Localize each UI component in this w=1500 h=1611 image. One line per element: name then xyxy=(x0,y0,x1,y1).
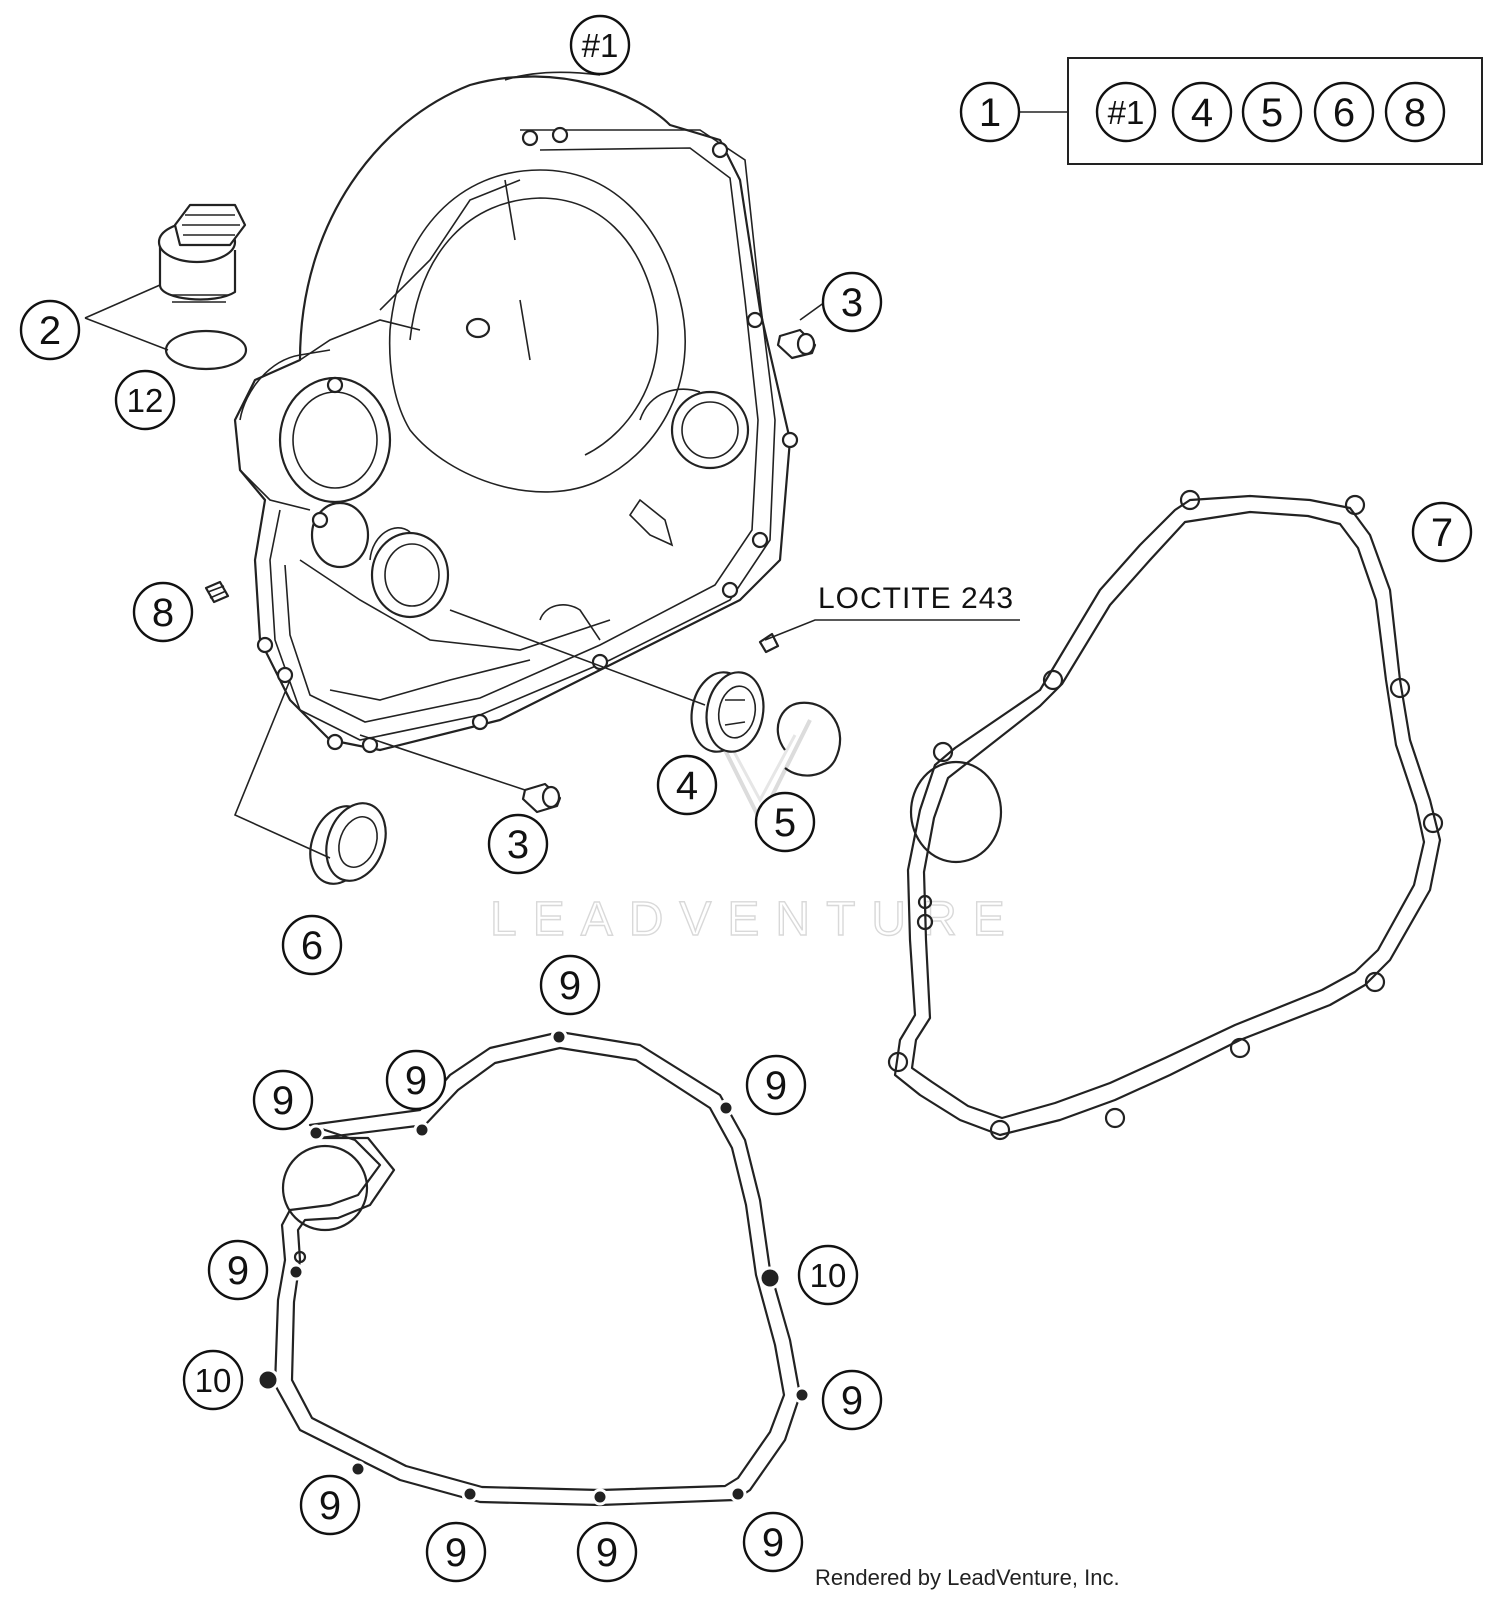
callout-10-left[interactable]: 10 xyxy=(182,1349,244,1411)
svg-text:9: 9 xyxy=(762,1521,784,1565)
kit-item-2: 4 xyxy=(1171,81,1233,143)
callout-9-left[interactable]: 9 xyxy=(207,1239,269,1301)
kit-item-1: #1 xyxy=(1095,81,1157,143)
callout-1[interactable]: 1 xyxy=(959,81,1021,143)
svg-text:2: 2 xyxy=(39,309,61,353)
svg-text:4: 4 xyxy=(676,764,698,808)
svg-text:9: 9 xyxy=(319,1484,341,1528)
callout-9-bottom-2[interactable]: 9 xyxy=(576,1521,638,1583)
kit-box: #1 4 5 6 8 xyxy=(1067,57,1483,165)
callout-2[interactable]: 2 xyxy=(19,299,81,361)
kit-item-3: 5 xyxy=(1241,81,1303,143)
callout-1a[interactable]: #1 xyxy=(569,14,631,76)
callout-9-right[interactable]: 9 xyxy=(821,1369,883,1431)
callout-10-right[interactable]: 10 xyxy=(797,1244,859,1306)
render-credit: Rendered by LeadVenture, Inc. xyxy=(815,1565,1120,1590)
callout-5[interactable]: 5 xyxy=(754,791,816,853)
svg-text:4: 4 xyxy=(1191,91,1213,135)
svg-text:5: 5 xyxy=(1261,91,1283,135)
svg-text:9: 9 xyxy=(596,1531,618,1575)
svg-text:LEADVENTURE: LEADVENTURE xyxy=(490,893,1021,946)
svg-text:9: 9 xyxy=(559,964,581,1008)
small-washer[interactable] xyxy=(758,632,780,654)
svg-text:10: 10 xyxy=(810,1257,847,1294)
oil-filler-plug[interactable] xyxy=(157,203,247,303)
svg-text:5: 5 xyxy=(774,801,796,845)
callout-12[interactable]: 12 xyxy=(114,369,176,431)
shaft-seal-4[interactable] xyxy=(685,668,769,757)
svg-text:9: 9 xyxy=(445,1531,467,1575)
clutch-cover-gasket-7[interactable] xyxy=(887,489,1444,1141)
loctite-note: LOCTITE 243 xyxy=(818,582,1014,615)
svg-text:6: 6 xyxy=(301,924,323,968)
callout-9-far-left[interactable]: 9 xyxy=(252,1069,314,1131)
o-ring-12[interactable] xyxy=(164,329,248,371)
callout-3a[interactable]: 3 xyxy=(821,271,883,333)
callout-9-upper-right[interactable]: 9 xyxy=(745,1054,807,1116)
callout-6[interactable]: 6 xyxy=(281,914,343,976)
leadventure-watermark: LEADVENTURE xyxy=(489,719,1021,947)
callout-9-top[interactable]: 9 xyxy=(539,954,601,1016)
callout-9-bottom-3[interactable]: 9 xyxy=(742,1511,804,1573)
svg-text:#1: #1 xyxy=(1108,94,1145,131)
svg-text:12: 12 xyxy=(127,382,164,419)
svg-text:8: 8 xyxy=(152,591,174,635)
callout-9-lower-left[interactable]: 9 xyxy=(299,1474,361,1536)
callout-7[interactable]: 7 xyxy=(1411,501,1473,563)
svg-text:#1: #1 xyxy=(582,27,619,64)
kit-item-4: 6 xyxy=(1313,81,1375,143)
callout-9-upper-left[interactable]: 9 xyxy=(385,1049,447,1111)
svg-text:9: 9 xyxy=(227,1249,249,1293)
svg-text:9: 9 xyxy=(765,1064,787,1108)
shaft-seal-6[interactable] xyxy=(300,795,396,892)
callout-4[interactable]: 4 xyxy=(656,754,718,816)
kit-item-5: 8 xyxy=(1384,81,1446,143)
svg-text:9: 9 xyxy=(405,1059,427,1103)
svg-text:3: 3 xyxy=(507,823,529,867)
svg-text:7: 7 xyxy=(1431,511,1453,555)
callout-8[interactable]: 8 xyxy=(132,581,194,643)
gasket-bolt-diagram[interactable] xyxy=(256,1028,811,1507)
svg-text:3: 3 xyxy=(841,281,863,325)
svg-text:1: 1 xyxy=(979,91,1001,135)
callout-3b[interactable]: 3 xyxy=(487,813,549,875)
dowel-pin-upper[interactable] xyxy=(776,328,817,360)
dowel-pin-lower[interactable] xyxy=(521,782,562,814)
circlip-5[interactable] xyxy=(776,701,842,777)
clutch-cover[interactable] xyxy=(233,75,799,754)
callout-9-bottom-1[interactable]: 9 xyxy=(425,1521,487,1583)
svg-text:10: 10 xyxy=(195,1362,232,1399)
svg-text:8: 8 xyxy=(1404,91,1426,135)
svg-text:6: 6 xyxy=(1333,91,1355,135)
leader-lines xyxy=(84,71,1068,859)
svg-text:9: 9 xyxy=(841,1379,863,1423)
screw-8[interactable] xyxy=(204,580,230,604)
svg-text:9: 9 xyxy=(272,1079,294,1123)
